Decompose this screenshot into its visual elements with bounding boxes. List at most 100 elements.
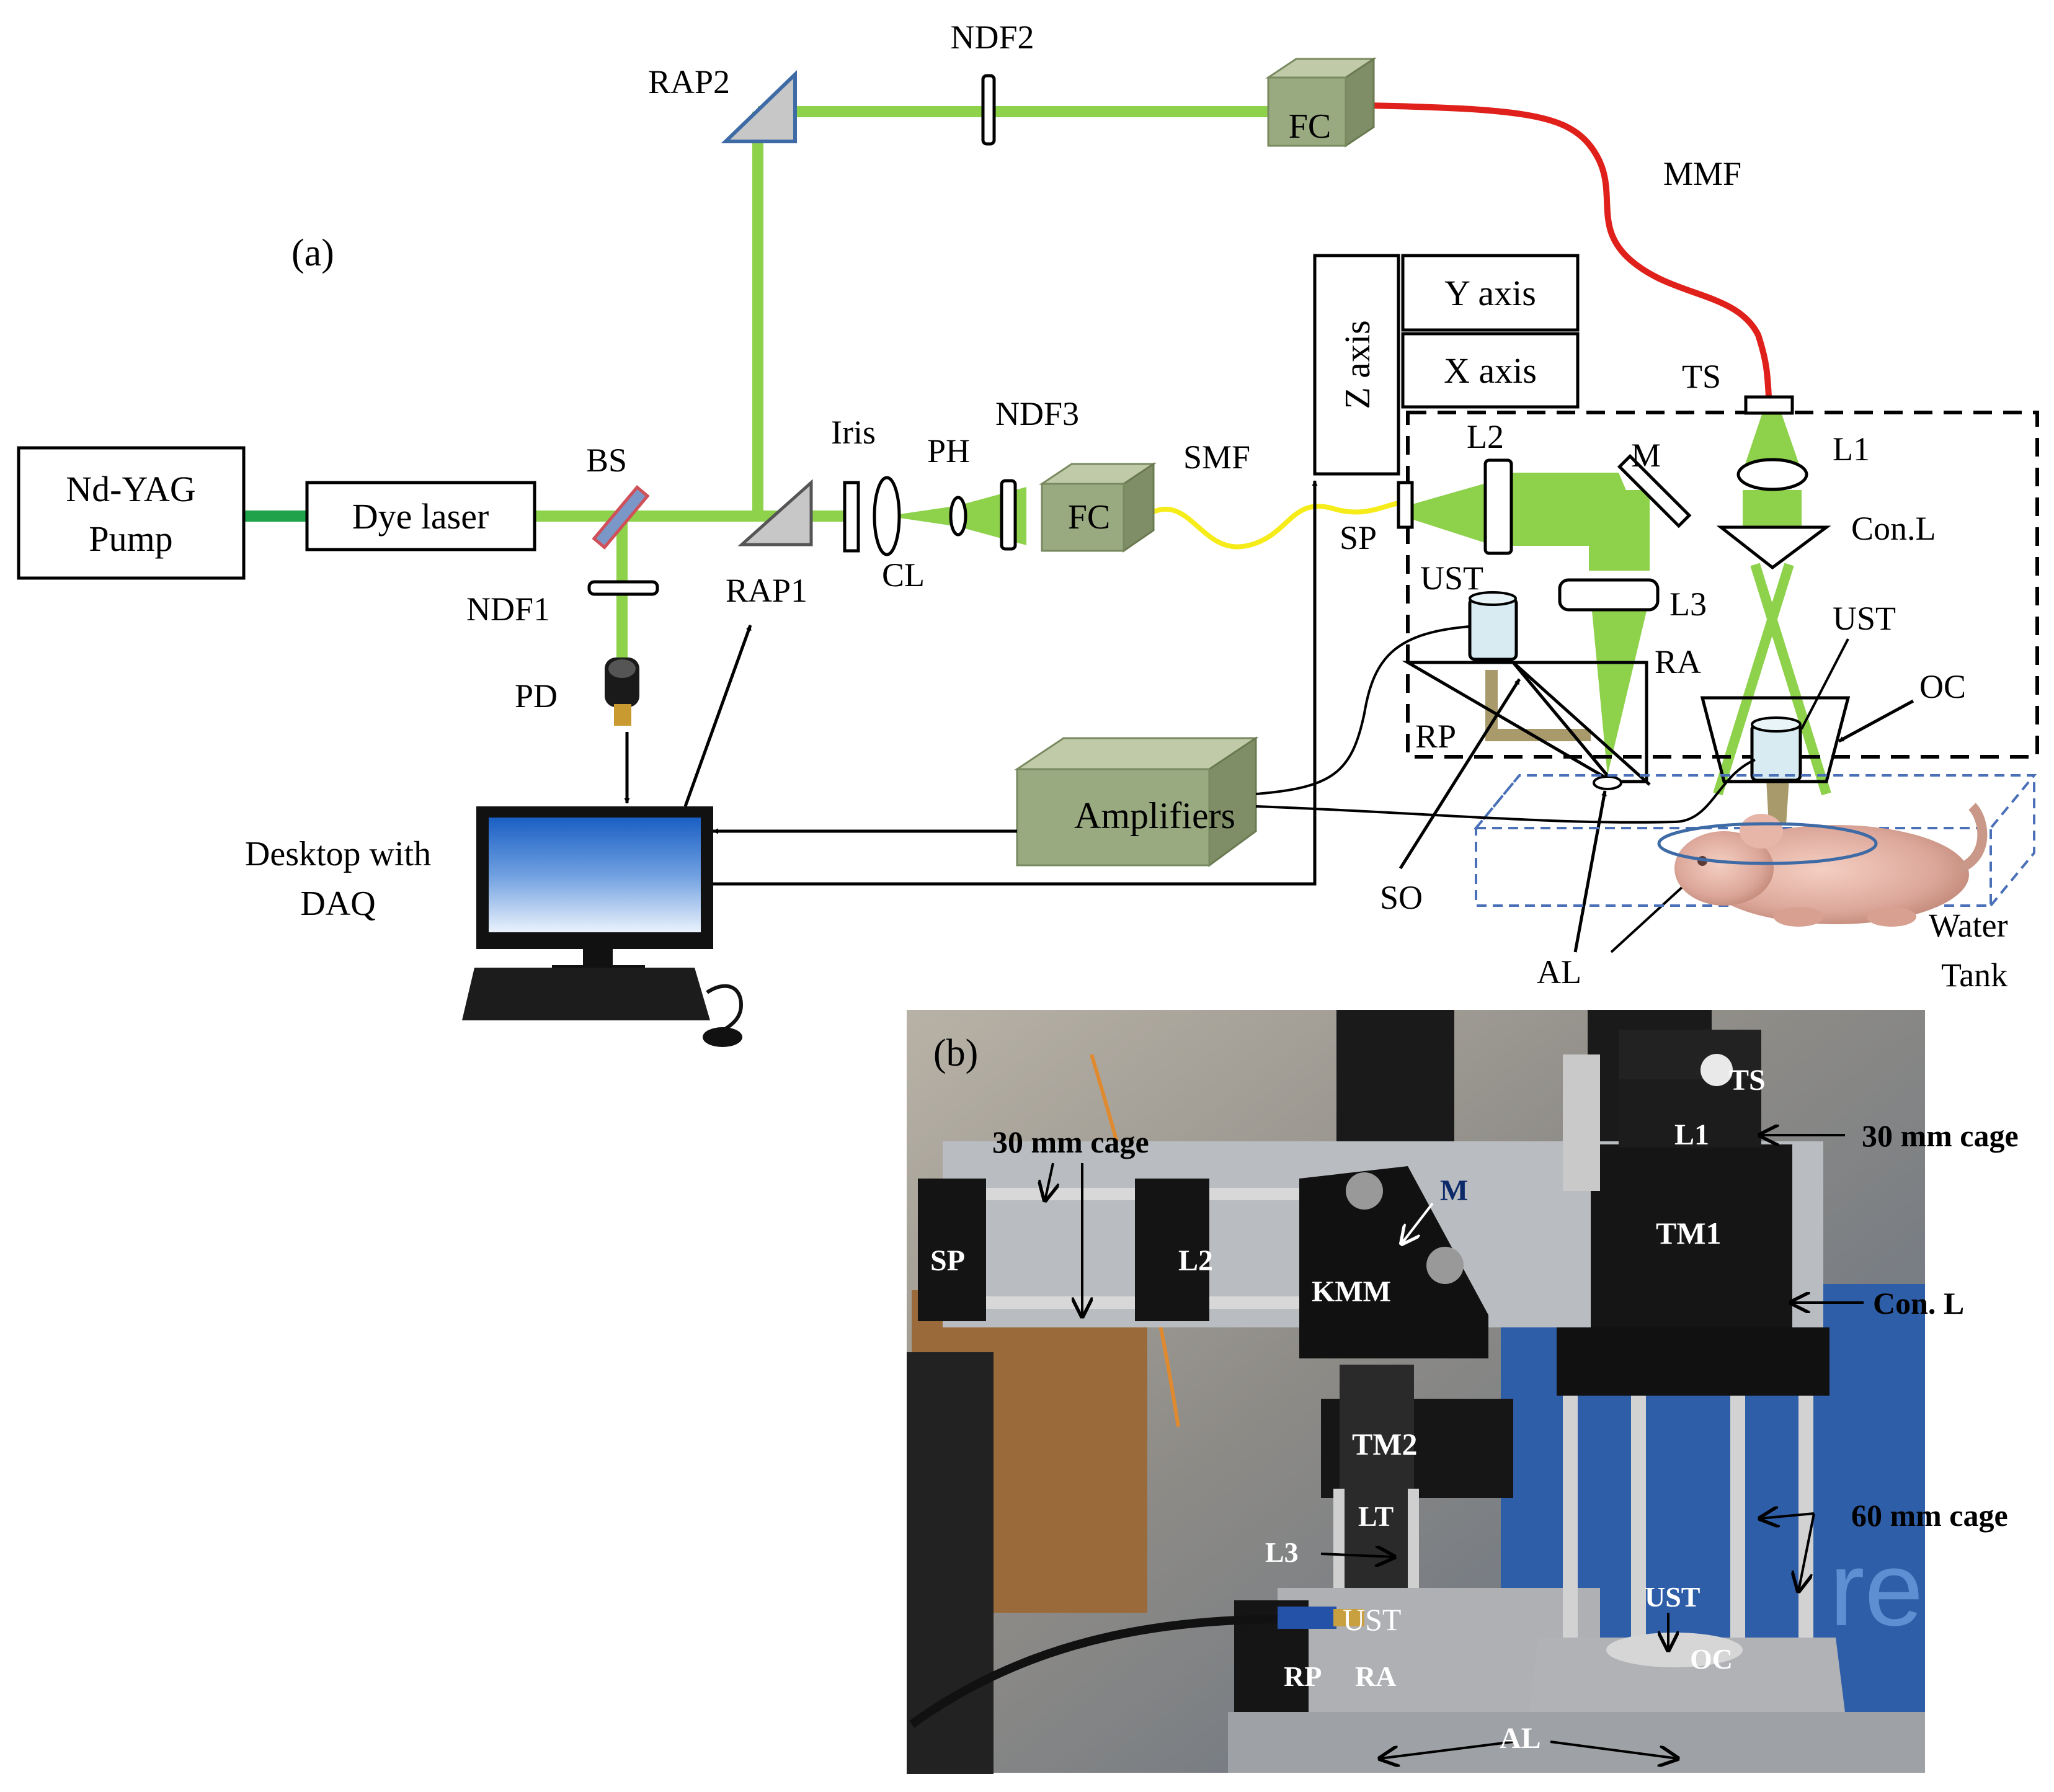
pump-label-line1: Nd-YAG bbox=[66, 469, 195, 509]
ndf1-label: NDF1 bbox=[466, 591, 550, 628]
ts-mount bbox=[1619, 1030, 1761, 1079]
ust-right-transducer bbox=[1750, 723, 1802, 782]
con-l-photo-label: Con. L bbox=[1873, 1286, 1964, 1321]
kmm-photo-label: KMM bbox=[1312, 1275, 1391, 1308]
ust-right-top bbox=[1751, 716, 1802, 733]
desktop-label-line2: DAQ bbox=[300, 885, 375, 923]
z-axis-label: Z axis bbox=[1337, 320, 1377, 409]
l3-photo-arrow bbox=[1320, 1554, 1394, 1557]
fc-mid-label: FC bbox=[1068, 498, 1111, 537]
tank-logo-text: re bbox=[1829, 1530, 1923, 1648]
ra-photo-label: RA bbox=[1355, 1660, 1396, 1692]
kmm-knob-1 bbox=[1346, 1172, 1383, 1210]
rap1-prism bbox=[737, 479, 813, 546]
ust-left-photo-label: UST bbox=[1343, 1602, 1401, 1637]
ndf3-filter bbox=[1000, 479, 1017, 551]
ts-label: TS bbox=[1682, 358, 1721, 395]
ust-left-transducer bbox=[1468, 597, 1518, 661]
desktop-label-line1: Desktop with bbox=[245, 835, 431, 873]
z-axis-box bbox=[1313, 254, 1400, 476]
l1-beam bbox=[1743, 412, 1802, 471]
fc-mid-box bbox=[1039, 462, 1157, 553]
so-label: SO bbox=[1380, 879, 1423, 916]
l2-label: L2 bbox=[1467, 418, 1504, 455]
m-photo-label: M bbox=[1440, 1174, 1468, 1207]
cl-lens bbox=[873, 476, 901, 556]
dark-left bbox=[907, 1352, 994, 1774]
oc-acoustic-beam bbox=[1766, 778, 1789, 825]
scan-head-enclosure bbox=[1406, 411, 2039, 759]
sp-beam-cone bbox=[1408, 481, 1495, 546]
ust-left-top bbox=[1469, 591, 1517, 606]
oc-label: OC bbox=[1919, 668, 1966, 705]
rap2-prism bbox=[721, 69, 797, 143]
ndf2-label: NDF2 bbox=[950, 19, 1034, 56]
m-label: M bbox=[1631, 437, 1661, 474]
m-to-l3-beam bbox=[1589, 490, 1650, 571]
dye-laser-box bbox=[305, 481, 536, 551]
al-photo-arrow-right bbox=[1550, 1741, 1678, 1759]
ra-acoustic-beam bbox=[1485, 670, 1591, 741]
pc-to-stage-arrow bbox=[713, 480, 1318, 886]
l1-label: L1 bbox=[1833, 430, 1870, 468]
micrometer bbox=[1563, 1054, 1600, 1191]
fc-top-box bbox=[1265, 57, 1377, 148]
panel-b-photo: re (b) 30 mm cage SP L2 M KMM TS L1 30 m… bbox=[907, 1010, 2019, 1774]
con-l-plate bbox=[1557, 1327, 1829, 1396]
tm2-photo-label: TM2 bbox=[1352, 1427, 1418, 1461]
amplifiers-label: Amplifiers bbox=[1074, 795, 1235, 836]
iris-label: Iris bbox=[831, 414, 876, 451]
ust-left-label: UST bbox=[1420, 559, 1483, 597]
conical-lens bbox=[1716, 525, 1831, 570]
bnc-cable bbox=[909, 1615, 1291, 1728]
smf-fiber bbox=[1152, 500, 1402, 550]
bs-label: BS bbox=[586, 442, 627, 479]
con-l-label: Con.L bbox=[1851, 510, 1936, 547]
bnc-tip bbox=[1333, 1609, 1364, 1626]
y-axis-box bbox=[1401, 254, 1580, 332]
cage30-left-arrow-1 bbox=[1045, 1162, 1053, 1200]
l1-to-conl-beam bbox=[1743, 490, 1802, 527]
ndf2-filter bbox=[981, 74, 996, 146]
bottom-base bbox=[1228, 1712, 1925, 1773]
amplifiers-box bbox=[1014, 736, 1259, 867]
al-arrow-left bbox=[1573, 790, 1607, 953]
kmm-knob-2 bbox=[1426, 1247, 1464, 1284]
sp-mount bbox=[918, 1179, 986, 1321]
l3-photo-label: L3 bbox=[1265, 1536, 1299, 1568]
ndf3-label: NDF3 bbox=[995, 395, 1079, 432]
panel-a: (a) Nd-YAG Pump bbox=[17, 19, 2039, 1047]
ring-illumination bbox=[1657, 822, 1878, 865]
cage60-arrow-left bbox=[1760, 1513, 1815, 1518]
ust-right-photo-label: UST bbox=[1645, 1581, 1700, 1613]
cable-ust-left bbox=[1255, 625, 1470, 795]
rp-photo-label: RP bbox=[1284, 1660, 1322, 1692]
al-label: AL bbox=[1537, 953, 1581, 991]
al-lens bbox=[1593, 775, 1622, 790]
l2-photo-label: L2 bbox=[1178, 1244, 1213, 1277]
ph-label: PH bbox=[927, 432, 970, 470]
pump-label-line2: Pump bbox=[89, 519, 172, 559]
l3-lens bbox=[1558, 578, 1660, 612]
m-photo-arrow bbox=[1402, 1202, 1434, 1244]
so-arrow bbox=[1398, 678, 1521, 870]
ust-right-pointer bbox=[1800, 638, 1849, 729]
l2-mount bbox=[1135, 1179, 1209, 1321]
cage60-label: 60 mm cage bbox=[1851, 1498, 2008, 1533]
pc-to-rap1-arrow bbox=[683, 625, 752, 807]
al-photo-arrow-left bbox=[1380, 1741, 1514, 1759]
mmf-label: MMF bbox=[1663, 155, 1741, 192]
top-column bbox=[1336, 1010, 1454, 1146]
ts-photo-label: TS bbox=[1729, 1064, 1766, 1097]
cable-ust-right bbox=[1255, 759, 1756, 824]
oc-arrow bbox=[1838, 699, 1914, 743]
ra-label: RA bbox=[1655, 643, 1701, 680]
l3-label: L3 bbox=[1669, 586, 1707, 623]
ndf1-filter bbox=[587, 580, 659, 596]
dye-laser-label: Dye laser bbox=[352, 496, 489, 537]
cage30-right-label: 30 mm cage bbox=[1862, 1118, 2019, 1153]
l1-photo-label: L1 bbox=[1674, 1118, 1709, 1151]
beam-splitter bbox=[592, 485, 650, 550]
laser-beams bbox=[244, 106, 1831, 825]
